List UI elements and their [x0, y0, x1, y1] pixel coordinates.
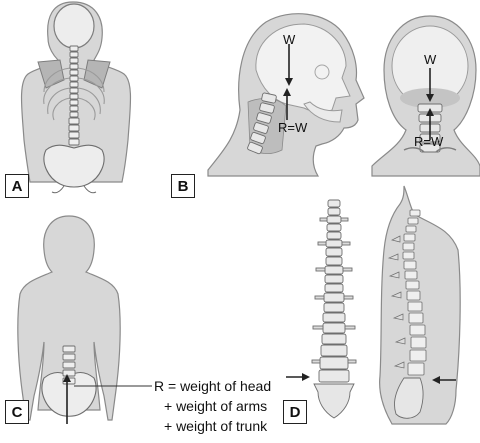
panel-a-spine	[68, 45, 80, 146]
panel-b-side-reaction-label: R=W	[278, 120, 308, 135]
panel-d-sacrum	[313, 383, 355, 419]
panel-b-front-reaction-label: R=W	[414, 134, 444, 149]
panel-d-front-spine	[311, 199, 357, 419]
panel-b-front-head	[371, 15, 480, 177]
panel-d-spinous-processes	[387, 235, 406, 369]
panel-d-side-vertebrae	[402, 209, 427, 376]
panel-c-reaction-line-1: R = weight of head	[154, 378, 272, 394]
panel-c-reaction-line-2: + weight of arms	[164, 398, 268, 414]
panel-a-label: A	[5, 174, 29, 198]
panel-b-side-weight-label: W	[283, 32, 296, 47]
panel-a-skull	[53, 3, 95, 49]
panel-c-figure	[17, 215, 152, 424]
panel-a-figure	[20, 1, 132, 194]
panel-b-cervical-spine	[247, 92, 277, 155]
panel-d-transverse-processes	[311, 217, 357, 364]
panel-b-side-head	[207, 13, 365, 177]
panel-d-side-body	[379, 185, 461, 425]
panel-c-label: C	[5, 400, 29, 424]
panel-b-front-weight-label: W	[424, 52, 437, 67]
panel-d-label: D	[283, 400, 307, 424]
panel-a-pelvis	[43, 144, 105, 188]
panel-a-ribs	[43, 67, 105, 121]
panel-b-jaw	[303, 101, 343, 123]
panel-c-reaction-line-3: + weight of trunk	[164, 418, 268, 434]
panel-d-side-sacrum	[393, 377, 424, 419]
panel-d-vertebrae	[318, 199, 350, 383]
panel-c-lumbar-spine	[62, 345, 76, 385]
panel-b-label: B	[171, 174, 195, 198]
